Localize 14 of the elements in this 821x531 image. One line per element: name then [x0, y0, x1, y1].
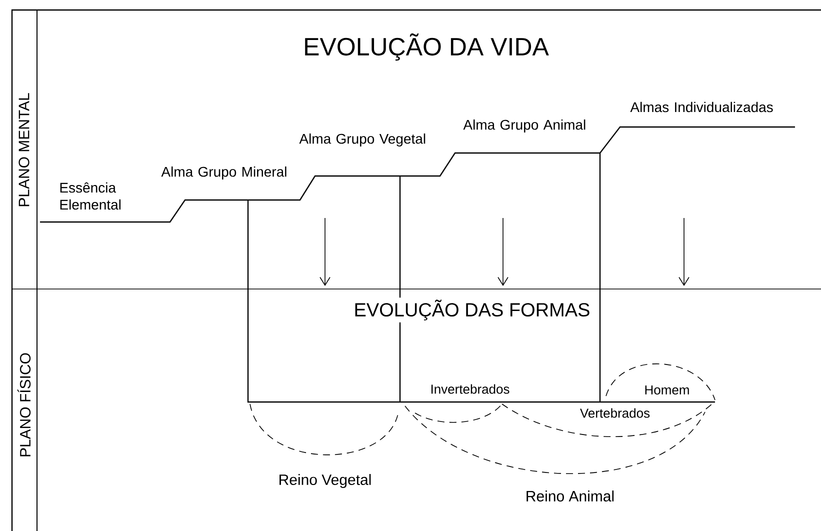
step-label: Alma Grupo Mineral — [161, 166, 286, 180]
band-label: PLANO MENTAL — [18, 93, 30, 206]
section-heading: EVOLUÇÃO DAS FORMAS — [352, 298, 592, 322]
step-label: Almas Individualizadas — [630, 102, 773, 112]
kingdom-label: Reino Animal — [526, 490, 614, 502]
title: EVOLUÇÃO DA VIDA — [305, 33, 549, 61]
group-label: Invertebrados — [431, 384, 510, 394]
kingdom-label: Reino Vegetal — [280, 474, 371, 488]
band-label: PLANO FÍSICO — [17, 353, 31, 456]
step-label: Essência Elemental — [60, 182, 121, 210]
step-label: Alma Grupo Animal — [463, 119, 586, 133]
group-label: Homem — [645, 385, 689, 395]
group-label: Vertebrados — [580, 408, 650, 418]
step-label: Alma Grupo Vegetal — [299, 133, 426, 147]
